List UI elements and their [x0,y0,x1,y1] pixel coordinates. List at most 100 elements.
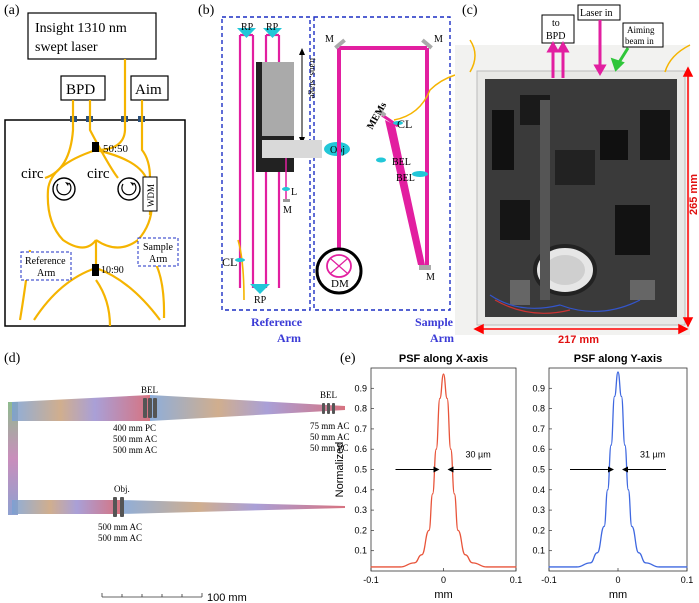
mems-mirror [377,108,387,118]
data-point [457,529,459,532]
trans-stage-label: trans. stage [308,58,318,99]
b-ref-arm-label-2: Arm [277,331,301,345]
data-point [610,444,612,446]
mirror-small [283,199,290,202]
y-tick-label: 0.5 [354,465,367,475]
bel-right-line-2: 50 mm AC [310,432,350,442]
mirror-bottom [419,265,431,270]
data-point [413,562,416,564]
y-tick-label: 0.8 [532,404,545,414]
ray-bundle-vertical [8,402,18,515]
y-tick-label: 0.2 [354,525,367,535]
panel-a-tag: (a) [4,3,20,18]
dimension-lines [473,66,694,335]
obj-line-2: 500 mm AC [98,533,142,543]
fwhm-arrowhead-left [608,466,614,473]
m-bottom-label: M [426,272,435,283]
bel-right-label: BEL [320,390,337,400]
aiming-label-2: beam in [625,36,654,46]
laser-box [27,12,157,60]
x-axis-label: mm [434,589,452,601]
wdm-label: WDM [146,184,156,207]
width-label: 217 mm [558,334,599,346]
y-tick-label: 0.1 [532,546,545,556]
data-point [603,525,605,527]
chart-title: PSF along Y-axis [574,353,662,365]
photo-components [469,39,691,314]
y-tick-label: 0.8 [354,404,367,414]
y-axis-label: Normalized [334,442,346,498]
x-axis-label: mm [609,589,627,601]
data-point [450,448,452,450]
panel-d-tag: (d) [4,351,21,366]
data-point [471,562,474,564]
data-point [435,448,437,450]
rp-top-left [237,28,256,38]
bel-right-line-3: 50 mm PC [310,443,349,453]
wdm-box [142,176,158,212]
y-tick-label: 0.1 [354,546,367,556]
coupler-top-label: 50:50 [103,143,129,155]
data-point [596,552,598,554]
y-tick-label: 0.6 [532,444,545,454]
y-tick-label: 0.5 [532,465,545,475]
coupler-bottom-label: 10:90 [101,265,124,276]
data-point [589,562,592,564]
y-tick-label: 0.9 [532,383,545,393]
data-point [576,566,578,568]
ray-bundle-top-right [150,395,345,421]
y-tick-label: 0.3 [354,505,367,515]
sample-arm-box [137,237,179,267]
aim-box [130,75,169,101]
dm-disk [326,254,352,278]
x-tick-label: -0.1 [363,575,379,585]
obj-line-1: 500 mm AC [98,522,142,532]
coupler-50-50 [92,142,99,152]
cl-left-label: CL [222,255,237,269]
cl-left-lens [235,258,245,262]
obj-d-label: Obj. [114,484,130,494]
panel-c: (c) to BPD Laser in Aiming b [455,3,699,346]
y-tick-label: 0.4 [354,485,367,495]
x-tick-label: 0 [615,575,620,585]
data-point [638,552,640,554]
bpd-box [60,75,106,101]
panel-b-tag: (b) [198,3,215,18]
data-point [399,566,401,568]
x-tick-label: -0.1 [541,575,557,585]
ray-bundle-top-left [12,395,150,421]
y-tick-label: 0.7 [532,424,545,434]
data-point [428,529,430,532]
panel-b: (b) RP RP RP trans. stage Obj L M [198,3,456,345]
reference-arm-region [221,16,311,311]
y-tick-label: 0.9 [354,383,367,393]
data-point [464,554,466,556]
data-point [370,566,372,568]
scale-label: 100 mm [207,592,247,603]
obj-beam [262,140,322,158]
sample-arm-region [313,16,451,311]
y-tick-label: 0.6 [354,444,367,454]
photo-arrows [546,20,607,78]
m-small-label: M [283,205,292,216]
bel-2-label: BEL [396,173,415,184]
data-point [548,566,550,568]
mirror-top-left [334,38,346,50]
laser-in-label: Laser in [580,8,613,19]
data-point [432,493,434,495]
fiber-paths [18,59,166,327]
bel-top-line-2: 500 mm AC [113,434,157,444]
to-bpd-label-2: BPD [546,31,565,42]
circ-right-label: circ [87,166,110,182]
data-point [515,566,517,568]
bel-top-line-3: 500 mm AC [113,445,157,455]
sample-arm-label-1: Sample [143,242,174,253]
y-tick-label: 0.3 [532,505,545,515]
ref-arm-label-2: Arm [37,268,56,279]
data-point [686,566,688,568]
data-point [658,566,661,568]
translation-stage-plate [262,62,294,136]
data-point [620,395,623,398]
height-label: 265 mm [688,174,699,215]
